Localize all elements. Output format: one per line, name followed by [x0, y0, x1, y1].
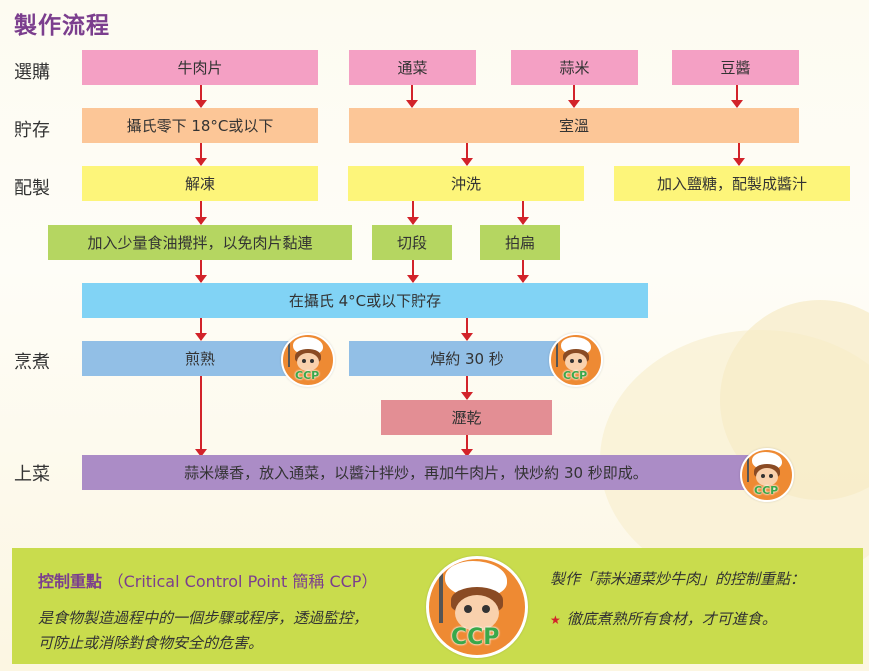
arrow-down-icon — [195, 260, 207, 283]
row-label-purchase: 選購 — [14, 62, 50, 83]
box-blanch: 焯約 30 秒 — [349, 341, 585, 376]
row-label-cooking: 烹煮 — [14, 352, 50, 373]
box-pan-fry: 煎熟 — [82, 341, 318, 376]
arrow-down-icon — [195, 85, 207, 108]
ccp-description-line: 是食物製造過程中的一個步驟或程序，透過監控， — [38, 609, 369, 627]
arrow-down-icon — [407, 260, 419, 283]
ccp-chef-badge-icon: CCP — [740, 448, 794, 502]
ccp-description: 是食物製造過程中的一個步驟或程序，透過監控， 可防止或消除對食物安全的危害。 — [38, 606, 368, 656]
arrow-down-icon — [407, 201, 419, 225]
box-drain: 瀝乾 — [381, 400, 552, 435]
arrow-down-icon — [517, 260, 529, 283]
arrow-down-icon — [461, 143, 473, 166]
box-crush: 拍扁 — [480, 225, 560, 260]
box-rinse: 沖洗 — [348, 166, 584, 201]
row-label-preparation: 配製 — [14, 178, 50, 199]
box-room-temp: 室溫 — [349, 108, 799, 143]
ccp-chef-badge-icon: CCP — [549, 333, 603, 387]
arrow-down-icon — [195, 143, 207, 166]
ccp-recipe-title: 製作「蒜米通菜炒牛肉」的控制重點： — [550, 570, 806, 588]
box-cold-storage: 在攝氏 4°C或以下貯存 — [82, 283, 648, 318]
box-garlic: 蒜米 — [511, 50, 638, 85]
box-beef-slices: 牛肉片 — [82, 50, 318, 85]
box-stir-fry: 蒜米爆香，放入通菜，以醬汁拌炒，再加牛肉片，快炒約 30 秒即成。 — [82, 455, 750, 490]
ccp-recipe-item: ★ 徹底煮熟所有食材，才可進食。 — [550, 608, 777, 629]
arrow-down-icon — [733, 143, 745, 166]
ccp-heading: 控制重點 （Critical Control Point 簡稱 CCP） — [38, 568, 377, 592]
arrow-down-icon — [461, 318, 473, 341]
arrow-down-icon — [568, 85, 580, 108]
box-bean-paste: 豆醬 — [672, 50, 799, 85]
star-icon: ★ — [550, 613, 561, 627]
ccp-chef-badge-icon: CCP — [281, 333, 335, 387]
ccp-heading-en: （Critical Control Point 簡稱 CCP） — [107, 572, 378, 591]
arrow-down-icon — [517, 201, 529, 225]
ccp-chef-mascot-icon: CCP — [426, 556, 528, 658]
arrow-down-icon — [195, 201, 207, 225]
ccp-heading-zh: 控制重點 — [38, 572, 103, 591]
box-choy-sum: 通菜 — [349, 50, 476, 85]
box-add-oil: 加入少量食油攪拌，以免肉片黏連 — [48, 225, 352, 260]
row-label-serving: 上菜 — [14, 464, 50, 485]
box-thaw: 解凍 — [82, 166, 318, 201]
arrow-down-icon — [195, 318, 207, 341]
ccp-recipe-item-text: 徹底煮熟所有食材，才可進食。 — [566, 610, 777, 628]
arrow-down-icon — [195, 376, 207, 457]
arrow-down-icon — [461, 435, 473, 457]
box-cut: 切段 — [372, 225, 452, 260]
box-sauce: 加入鹽糖，配製成醬汁 — [614, 166, 850, 201]
page-title: 製作流程 — [14, 13, 110, 39]
arrow-down-icon — [406, 85, 418, 108]
row-label-storage: 貯存 — [14, 120, 50, 141]
arrow-down-icon — [731, 85, 743, 108]
ccp-description-line: 可防止或消除對食物安全的危害。 — [38, 634, 264, 652]
ccp-info-panel: 控制重點 （Critical Control Point 簡稱 CCP） 是食物… — [12, 548, 863, 664]
box-frozen-storage: 攝氏零下 18°C或以下 — [82, 108, 318, 143]
arrow-down-icon — [461, 376, 473, 400]
